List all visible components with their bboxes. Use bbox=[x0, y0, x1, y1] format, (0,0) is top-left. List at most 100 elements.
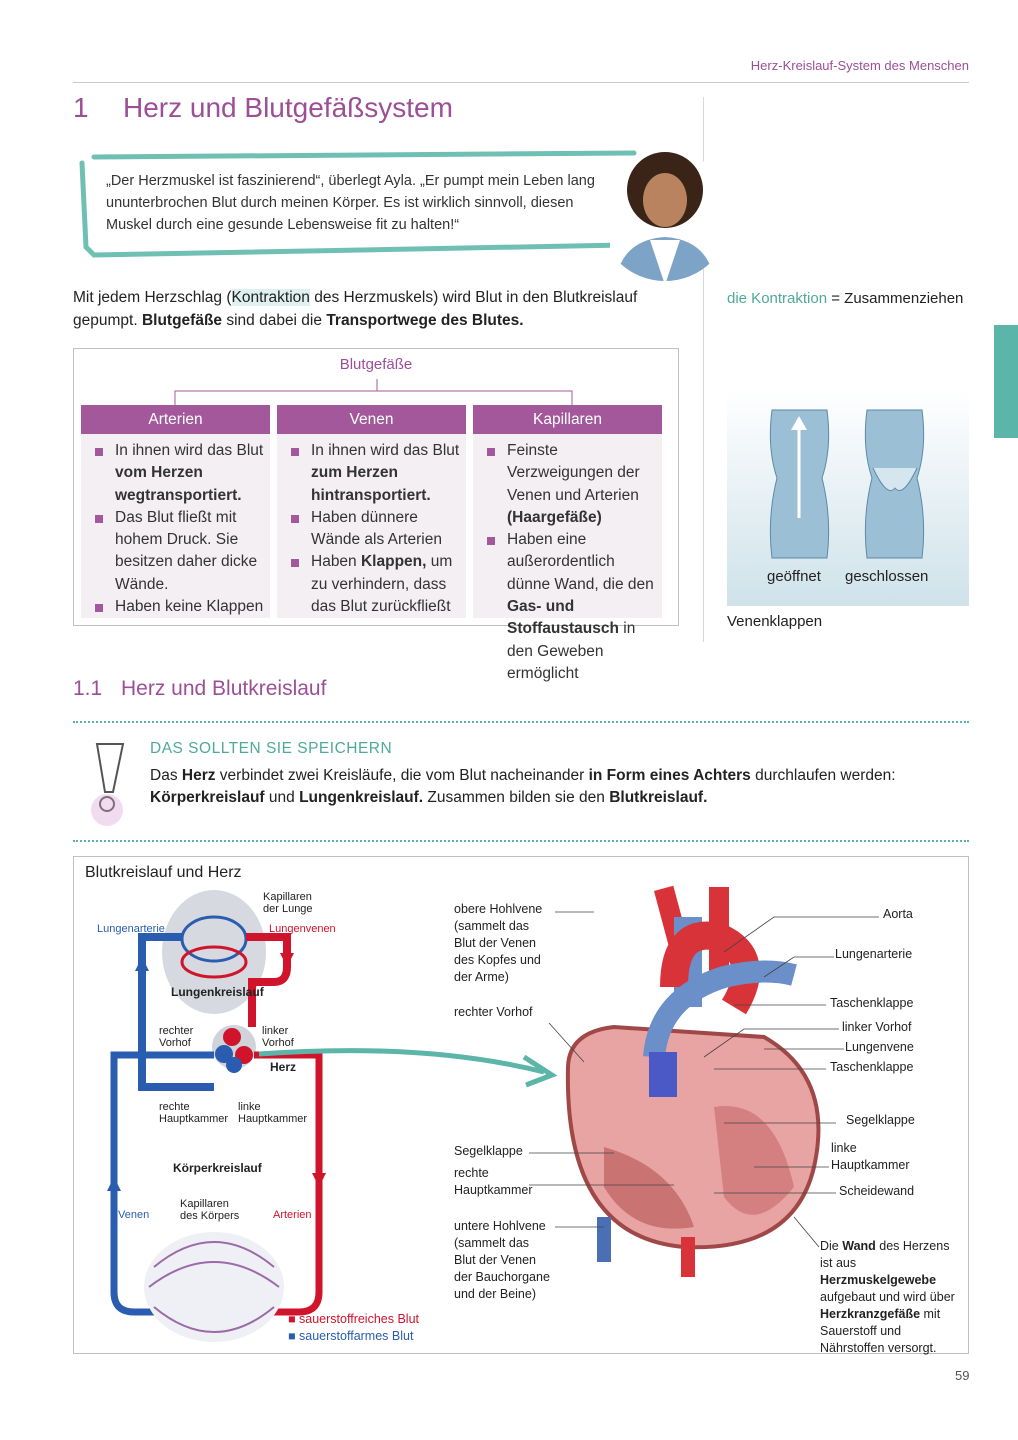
label-scheidewand: Scheidewand bbox=[839, 1184, 915, 1198]
column-header: Kapillaren bbox=[473, 405, 662, 434]
text-segment: in den Geweben ermöglicht bbox=[507, 620, 636, 682]
dotted-divider bbox=[73, 721, 969, 723]
label-rechte-hauptkammer-heart: rechte Hauptkammer bbox=[454, 1166, 533, 1197]
column-venen: Venen In ihnen wird das Blut zum Herzen h… bbox=[277, 405, 466, 618]
running-head: Herz-Kreislauf-System des Menschen bbox=[750, 58, 969, 73]
chapter-title: 1 Herz und Blutgefäßsystem bbox=[73, 92, 453, 124]
text-segment: Mit jedem Herzschlag ( bbox=[73, 289, 232, 306]
text-segment: Gas- und Stoffaustausch bbox=[507, 598, 619, 638]
margin-definition: = Zusammenziehen bbox=[827, 290, 964, 307]
text-segment: Haben dünnere Wände als Arterien bbox=[311, 508, 442, 549]
column-header: Venen bbox=[277, 405, 466, 434]
label-lungenarterie-heart: Lungenarterie bbox=[835, 947, 913, 961]
label-untere-hohlvene: untere Hohlvene (sammelt das Blut der Ve… bbox=[454, 1219, 550, 1301]
text-segment: Kontraktion bbox=[231, 289, 310, 306]
text-segment: Blutgefäße bbox=[141, 312, 223, 329]
label-rechte-hauptkammer: rechte Hauptkammer bbox=[159, 1101, 229, 1125]
chapter-number: 1 bbox=[73, 92, 89, 123]
label-obere-hohlvene: obere Hohlvene (sammelt das Blut der Ven… bbox=[454, 902, 543, 984]
text-segment: In ihnen wird das Blut bbox=[115, 442, 264, 459]
text-segment: um zu verhindern, dass das Blut zurückfl… bbox=[311, 553, 453, 616]
margin-note: die Kontraktion = Zusammenziehen bbox=[727, 288, 967, 309]
label-segelklappe-links: Segelklappe bbox=[846, 1113, 915, 1127]
exclamation-icon bbox=[91, 743, 125, 826]
list-item: Feinste Verzweigungen der Venen und Arte… bbox=[483, 440, 656, 529]
text-segment: Lungenkreislauf. bbox=[299, 789, 424, 806]
vein-valve-illustration: geöffnet geschlossen bbox=[727, 388, 969, 606]
text-segment: in Form eines Achters bbox=[588, 767, 751, 784]
table-title: Blutgefäße bbox=[339, 356, 413, 373]
figure-circulation: Blutkreislauf und Herz Kapillaren der Lu… bbox=[73, 856, 969, 1357]
list-item: In ihnen wird das Blut vom Herzen wegtra… bbox=[91, 440, 264, 507]
label-lungenvenen: Lungenvenen bbox=[269, 923, 336, 935]
label-herzwand: Die Wand des Herzens ist aus Herzmuskelg… bbox=[820, 1238, 960, 1357]
avatar-ayla bbox=[610, 149, 720, 281]
text-segment: durchlaufen werden: bbox=[750, 767, 896, 784]
label-segelklappe-rechts: Segelklappe bbox=[454, 1144, 523, 1158]
text-segment: des Herzmuskels) wird Blut in den Blutkr… bbox=[73, 289, 638, 329]
quote-text: „Der Herzmuskel ist faszinierend“, überl… bbox=[106, 173, 595, 233]
text-segment: und bbox=[264, 789, 300, 806]
circulation-schema bbox=[107, 885, 879, 1342]
text-segment: des Herzens ist aus bbox=[820, 1239, 950, 1270]
memo-heading: DAS SOLLTEN SIE SPEICHERN bbox=[150, 740, 393, 757]
text-segment: sind dabei die bbox=[222, 312, 327, 329]
figure-title: Blutkreislauf und Herz bbox=[85, 864, 242, 881]
label-linke-hauptkammer-heart: linke Hauptkammer bbox=[831, 1141, 910, 1172]
list-item: Haben eine außerordentlich dünne Wand, d… bbox=[483, 529, 656, 685]
table-connector bbox=[174, 379, 573, 405]
list-item: Haben dünnere Wände als Arterien bbox=[287, 507, 460, 552]
text-segment: Das Blut fließt mit hohem Druck. Sie bes… bbox=[115, 508, 258, 593]
text-segment: Feinste Verzweigungen der Venen und Arte… bbox=[507, 442, 640, 504]
dotted-divider bbox=[73, 840, 969, 842]
text-segment: Herzmuskelgewebe bbox=[820, 1273, 937, 1287]
text-segment: vom Herzen wegtransportiert. bbox=[115, 464, 242, 504]
chapter-title-text: Herz und Blutgefäßsystem bbox=[123, 92, 453, 123]
label-kapillaren-koerper: Kapillaren des Körpers bbox=[180, 1198, 240, 1222]
label-linke-hauptkammer: linke Hauptkammer bbox=[238, 1101, 308, 1125]
text-segment: Körperkreislauf bbox=[150, 789, 265, 806]
label-taschenklappe-2: Taschenklappe bbox=[830, 1060, 914, 1074]
label-linker-vorhof-heart: linker Vorhof bbox=[842, 1020, 912, 1034]
label-lungenkreislauf: Lungenkreislauf bbox=[171, 985, 264, 999]
text-segment: Haben keine Klappen bbox=[115, 598, 264, 616]
label-venen: Venen bbox=[118, 1209, 150, 1221]
text-segment: Wand bbox=[842, 1239, 876, 1253]
list-item: Haben keine Klappen bbox=[91, 596, 264, 618]
text-segment: mit Sauerstoff und Nährstoffen versorgt. bbox=[820, 1307, 941, 1355]
label-herz: Herz bbox=[270, 1060, 297, 1074]
header-divider bbox=[73, 82, 969, 83]
text-segment: Herz bbox=[181, 767, 216, 784]
label-rechter-vorhof: rechter Vorhof bbox=[159, 1025, 194, 1049]
list-item: In ihnen wird das Blut zum Herzen hintra… bbox=[287, 440, 460, 507]
text-segment: Klappen, bbox=[360, 553, 427, 571]
label-kapillaren-lunge: Kapillaren der Lunge bbox=[263, 891, 313, 915]
text-segment: Zusammen bilden sie den bbox=[423, 789, 610, 806]
legend-label: sauerstoffarmes Blut bbox=[299, 1329, 414, 1343]
text-segment: Das bbox=[150, 767, 182, 784]
label-koerperkreislauf: Körperkreislauf bbox=[173, 1161, 262, 1175]
legend-label: sauerstoffreiches Blut bbox=[299, 1312, 420, 1326]
label-taschenklappe-1: Taschenklappe bbox=[830, 996, 914, 1010]
text-segment: Haben eine außerordentlich dünne Wand, d… bbox=[507, 531, 654, 593]
text-segment: Blutkreislauf. bbox=[609, 789, 708, 806]
label-linker-vorhof: linker Vorhof bbox=[262, 1025, 294, 1049]
intro-paragraph: Mit jedem Herzschlag (Kontraktion des He… bbox=[73, 286, 673, 332]
text-segment: Haben bbox=[311, 553, 361, 571]
page-number: 59 bbox=[955, 1368, 970, 1383]
legend: ■ sauerstoffreiches Blut ■ sauerstoffarm… bbox=[288, 1311, 419, 1345]
text-segment: verbindet zwei Kreisläufe, die vom Blut … bbox=[215, 767, 589, 784]
text-segment: Transportwege des Blutes. bbox=[326, 312, 524, 329]
margin-divider bbox=[703, 97, 704, 642]
text-segment: Die bbox=[820, 1239, 843, 1253]
memo-text: Das Herz verbindet zwei Kreisläufe, die … bbox=[150, 765, 950, 809]
text-segment: aufgebaut und wird über bbox=[820, 1290, 955, 1304]
label-closed: geschlossen bbox=[845, 568, 929, 585]
text-segment: In ihnen wird das Blut bbox=[311, 442, 460, 459]
vein-valves-graphic bbox=[769, 409, 925, 559]
text-segment: Herzkranzgefäße bbox=[820, 1307, 921, 1321]
label-aorta: Aorta bbox=[883, 907, 913, 921]
